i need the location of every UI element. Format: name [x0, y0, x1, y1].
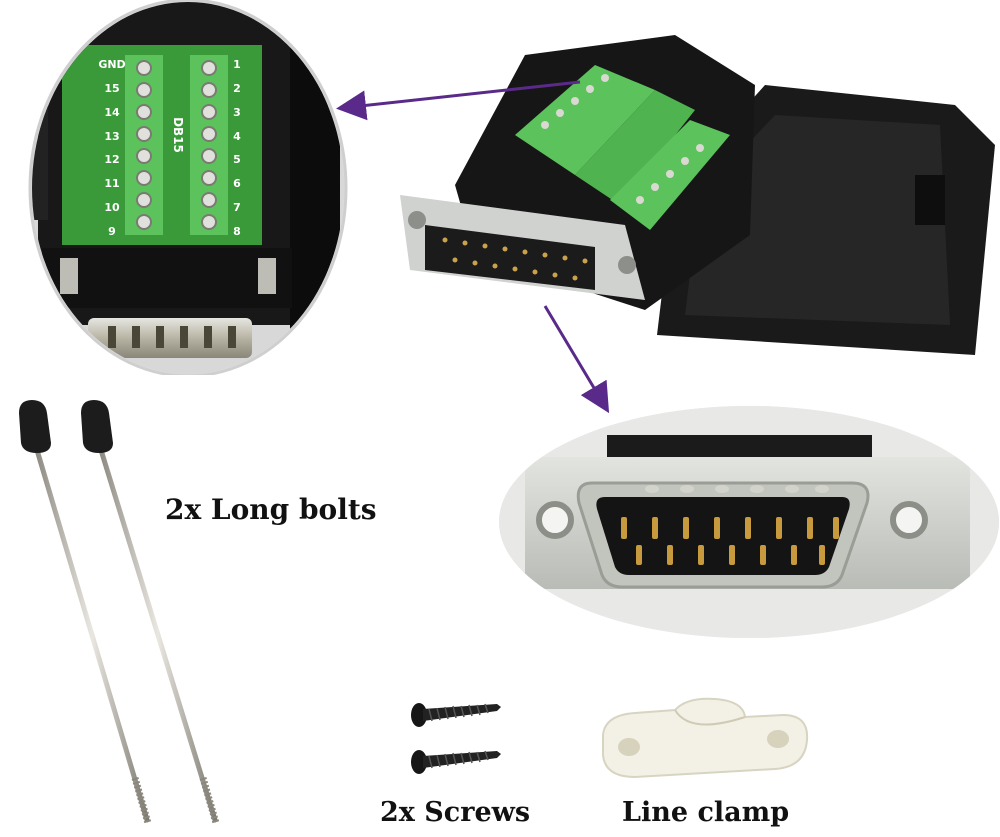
terminal-label: 10: [104, 201, 120, 215]
terminal-label: 7: [233, 201, 241, 215]
line-clamp-caption: Line clamp: [622, 797, 790, 828]
terminal-label: 9: [108, 224, 116, 238]
terminal-label: GND: [98, 58, 126, 71]
db15-pin-shell: [425, 225, 595, 290]
terminal-label: 6: [233, 177, 241, 191]
terminal-label: 15: [104, 81, 120, 95]
db15-zoom-oval: [497, 405, 1000, 640]
terminal-label: 12: [104, 153, 120, 167]
terminal-zoom-circle: GND 15 14 13 12 11 10 9 1 2 3 4 5 6 7 8 …: [0, 0, 360, 375]
connector-product-photo: [395, 25, 1000, 370]
terminal-label: 4: [233, 129, 241, 143]
terminal-labels-left: GND 15 14 13 12 11 10 9: [98, 58, 125, 238]
screws-photo: [405, 690, 505, 790]
line-clamp-photo: [595, 695, 815, 790]
terminal-label: 13: [104, 129, 120, 143]
terminal-block: [515, 65, 655, 175]
terminal-labels-right: 1 2 3 4 5 6 7 8: [229, 58, 245, 238]
terminal-label: 1: [233, 58, 241, 71]
terminal-label: 8: [233, 224, 241, 238]
long-bolts-photo: [5, 395, 245, 835]
terminal-label: 11: [104, 177, 120, 191]
screws-caption: 2x Screws: [380, 797, 531, 828]
terminal-label: 2: [233, 81, 241, 95]
terminal-label: 5: [233, 153, 241, 167]
terminal-label: 3: [233, 105, 241, 119]
pcb-model-label: DB15: [170, 117, 185, 153]
long-bolts-caption: 2x Long bolts: [165, 493, 377, 526]
terminal-label: 14: [104, 105, 120, 119]
arrow-icon: [330, 60, 610, 420]
terminal-screws: [136, 60, 217, 230]
